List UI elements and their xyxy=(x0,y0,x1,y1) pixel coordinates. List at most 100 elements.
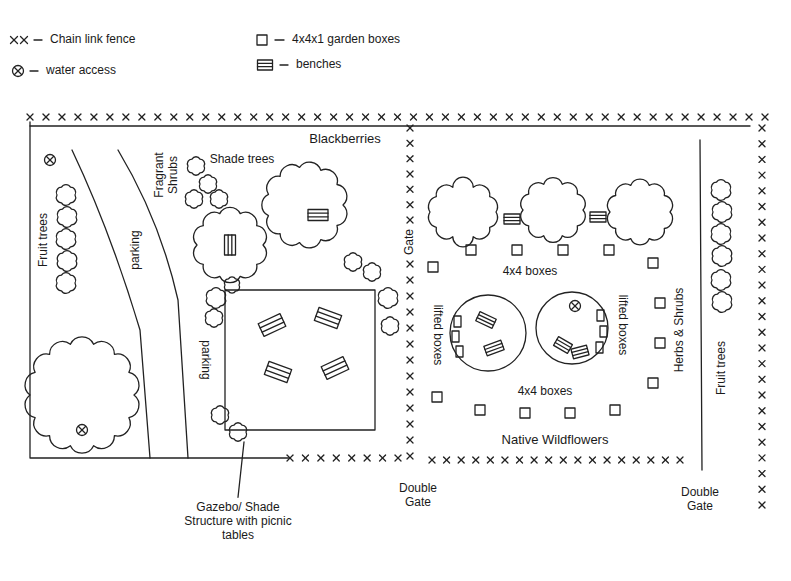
lifted-box xyxy=(596,342,603,353)
fence-stroke xyxy=(426,114,432,120)
shrub-symbol xyxy=(56,273,75,294)
fence-stroke xyxy=(575,457,581,463)
shade-tree xyxy=(262,162,347,248)
bench-outline xyxy=(321,357,349,380)
fence-mark xyxy=(759,204,765,210)
fence-stroke xyxy=(759,392,765,398)
fence-stroke xyxy=(759,471,765,477)
fence-stroke xyxy=(123,114,129,120)
fence-stroke xyxy=(759,314,765,320)
shrub-symbol xyxy=(57,207,76,228)
shrub-symbol xyxy=(56,185,75,206)
fence-stroke xyxy=(363,114,369,120)
large-tree xyxy=(25,337,139,453)
lifted-box xyxy=(454,316,461,327)
fence-stroke xyxy=(407,293,413,299)
fence-mark xyxy=(407,293,413,299)
fence-mark xyxy=(91,114,97,120)
fence-stroke xyxy=(473,457,479,463)
fence-mark xyxy=(203,114,209,120)
shrub-symbol xyxy=(344,253,361,271)
water-cross xyxy=(15,68,22,75)
fence-mark xyxy=(21,37,28,44)
fence-mark xyxy=(604,457,610,463)
fence-stroke xyxy=(759,172,765,178)
fence-stroke xyxy=(538,114,544,120)
fence-stroke xyxy=(633,457,639,463)
fence-mark xyxy=(380,455,386,461)
water-cross xyxy=(47,157,54,164)
fence-stroke xyxy=(502,457,508,463)
garden-box xyxy=(520,408,530,418)
fence-stroke xyxy=(546,457,552,463)
fence-stroke xyxy=(410,114,416,120)
fence-stroke xyxy=(473,457,479,463)
fence-stroke xyxy=(759,408,765,414)
fence-mark xyxy=(560,457,566,463)
bench-slat xyxy=(325,365,347,375)
shrub-symbol xyxy=(712,202,731,223)
fence-stroke xyxy=(759,156,765,162)
fence-stroke xyxy=(490,114,496,120)
fence-stroke xyxy=(123,114,129,120)
parking-edge xyxy=(72,150,150,458)
legend-dash xyxy=(275,39,284,40)
fence-stroke xyxy=(407,309,413,315)
fence-mark xyxy=(546,457,552,463)
fence-stroke xyxy=(27,114,33,120)
fence-stroke xyxy=(634,114,640,120)
fence-stroke xyxy=(759,439,765,445)
fence-stroke xyxy=(759,486,765,492)
bench-symbol xyxy=(476,312,497,329)
shrub-symbol xyxy=(711,224,730,245)
shrub-symbol xyxy=(712,292,731,313)
fence-stroke xyxy=(506,114,512,120)
fence-stroke xyxy=(302,455,308,461)
map-label: lifted boxes xyxy=(615,293,629,358)
fence-stroke xyxy=(331,114,337,120)
fence-mark xyxy=(171,114,177,120)
fence-stroke xyxy=(219,114,225,120)
fence-stroke xyxy=(586,114,592,120)
garden-box xyxy=(610,405,620,415)
fence-stroke xyxy=(746,114,752,120)
fence-stroke xyxy=(43,114,49,120)
fence-mark xyxy=(490,114,496,120)
fence-stroke xyxy=(75,114,81,120)
bench-slat xyxy=(323,361,345,371)
fence-stroke xyxy=(682,114,688,120)
fence-stroke xyxy=(730,114,736,120)
fence-stroke xyxy=(490,114,496,120)
bench-slat xyxy=(266,370,289,378)
bench-symbol xyxy=(258,314,286,337)
bench-slat xyxy=(504,217,520,218)
fence-mark xyxy=(407,277,413,283)
fence-mark xyxy=(407,171,413,177)
fence-stroke xyxy=(759,408,765,414)
fence-stroke xyxy=(171,114,177,120)
fence-stroke xyxy=(219,114,225,120)
shrub-symbol xyxy=(381,317,398,335)
fence-stroke xyxy=(759,282,765,288)
fence-stroke xyxy=(407,125,413,131)
fence-mark xyxy=(318,455,324,461)
fence-stroke xyxy=(650,114,656,120)
fence-stroke xyxy=(759,314,765,320)
fence-stroke xyxy=(11,37,18,44)
fence-stroke xyxy=(487,457,493,463)
fence-mark xyxy=(251,114,257,120)
fence-stroke xyxy=(235,114,241,120)
fence-stroke xyxy=(407,373,413,379)
fence-mark xyxy=(395,114,401,120)
fence-mark xyxy=(123,114,129,120)
fence-stroke xyxy=(267,114,273,120)
fence-mark xyxy=(407,217,413,223)
bench-slat xyxy=(557,340,571,348)
fence-mark xyxy=(407,389,413,395)
fence-mark xyxy=(235,114,241,120)
fence-stroke xyxy=(618,114,624,120)
fence-stroke xyxy=(283,114,289,120)
fence-stroke xyxy=(59,114,65,120)
fence-stroke xyxy=(407,186,413,192)
bench-symbol xyxy=(571,345,589,359)
